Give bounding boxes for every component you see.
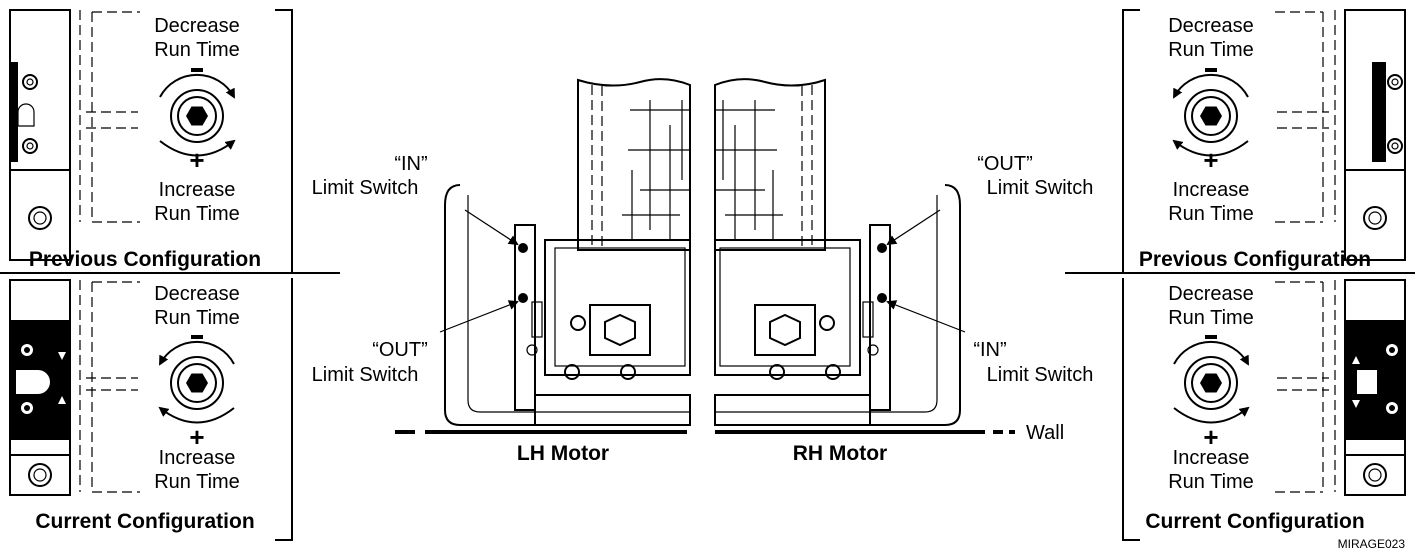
current-configuration-title: Current Configuration <box>35 510 254 533</box>
increase-label: Increase <box>1173 447 1250 469</box>
increase-runtime-label: Run Time <box>154 471 240 493</box>
plus-sign: + <box>1203 145 1218 175</box>
left-previous-configuration: + Decrease Run Time Increase Run Time Pr… <box>9 9 261 271</box>
limit-switch-label: Limit Switch <box>987 364 1094 386</box>
counterclockwise-arrow-icon <box>158 406 235 424</box>
right-previous-configuration: + Decrease Run Time Increase Run Time Pr… <box>1139 9 1406 271</box>
current-configuration-title: Current Configuration <box>1145 510 1364 533</box>
increase-runtime-label: Run Time <box>1168 471 1254 493</box>
limit-switch-body <box>9 9 71 261</box>
wall-label: Wall <box>1026 422 1064 444</box>
decrease-runtime-label: Run Time <box>154 39 240 61</box>
decrease-label: Decrease <box>154 283 240 305</box>
limit-switch-label: Limit Switch <box>987 177 1094 199</box>
adjuster-screw-icon <box>1184 356 1238 410</box>
limit-switch-label: Limit Switch <box>312 364 419 386</box>
counterclockwise-arrow-icon <box>1173 73 1249 99</box>
out-switch-label: “OUT” <box>977 153 1033 175</box>
increase-runtime-label: Run Time <box>1168 203 1254 225</box>
hex-nut-icon <box>1363 206 1387 230</box>
increase-label: Increase <box>159 447 236 469</box>
in-switch-label: “IN” <box>973 339 1006 361</box>
decrease-label: Decrease <box>1168 15 1254 37</box>
decrease-label: Decrease <box>154 15 240 37</box>
clockwise-arrow-icon <box>159 139 236 157</box>
adjuster-screw-icon <box>170 89 224 143</box>
hex-nut-icon <box>28 206 52 230</box>
previous-configuration-title: Previous Configuration <box>29 248 261 271</box>
decrease-runtime-label: Run Time <box>1168 39 1254 61</box>
increase-label: Increase <box>1173 179 1250 201</box>
decrease-runtime-label: Run Time <box>1168 307 1254 329</box>
in-switch-label: “IN” <box>394 153 427 175</box>
adjuster-screw-icon <box>1184 89 1238 143</box>
rh-motor-label: RH Motor <box>793 442 887 465</box>
decrease-runtime-label: Run Time <box>154 307 240 329</box>
adjuster-screw-icon <box>170 356 224 410</box>
clockwise-arrow-icon <box>1173 406 1250 424</box>
increase-label: Increase <box>159 179 236 201</box>
limit-switch-body <box>1344 9 1406 261</box>
clockwise-arrow-icon <box>159 73 235 99</box>
counterclockwise-arrow-icon <box>159 340 235 366</box>
out-switch-label: “OUT” <box>372 339 428 361</box>
lh-motor-drawing: “IN” Limit Switch “OUT” Limit Switch LH … <box>312 78 691 465</box>
plus-sign: + <box>189 422 204 452</box>
left-current-configuration: + Decrease Run Time Increase Run Time Cu… <box>9 279 255 533</box>
figure-id: MIRAGE023 <box>1338 537 1406 551</box>
increase-runtime-label: Run Time <box>154 203 240 225</box>
decrease-label: Decrease <box>1168 283 1254 305</box>
hex-nut-icon <box>28 463 52 487</box>
rh-motor-drawing: “OUT” Limit Switch “IN” Limit Switch RH … <box>714 78 1094 465</box>
counterclockwise-arrow-icon <box>1172 139 1249 157</box>
plus-sign: + <box>1203 422 1218 452</box>
plus-sign: + <box>189 145 204 175</box>
hex-nut-icon <box>1363 463 1387 487</box>
lh-motor-label: LH Motor <box>517 442 609 465</box>
clockwise-arrow-icon <box>1173 340 1249 366</box>
right-current-configuration: + Decrease Run Time Increase Run Time Cu… <box>1145 279 1406 551</box>
limit-switch-label: Limit Switch <box>312 177 419 199</box>
previous-configuration-title: Previous Configuration <box>1139 248 1371 271</box>
wall-line: Wall <box>395 422 1064 444</box>
